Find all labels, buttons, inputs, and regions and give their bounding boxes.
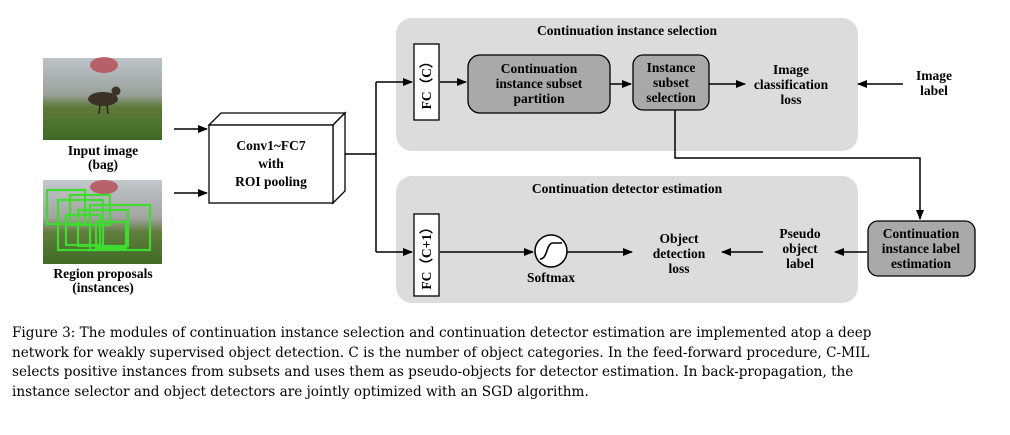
backbone-network-block: [207, 111, 347, 205]
image-label-line1: Image: [916, 68, 952, 83]
backbone-label-line2: with: [258, 156, 284, 171]
detection-loss-line1: Object: [660, 231, 699, 246]
region-proposals-image: [43, 180, 162, 264]
selection-label-line2: subset: [653, 75, 690, 90]
pseudo-label-line2: object: [782, 241, 818, 256]
caption-line: network for weakly supervised object det…: [12, 344, 870, 361]
label-estimation-line1: Continuation: [883, 226, 960, 241]
proposal-box: [76, 208, 130, 248]
branch-connector: [345, 82, 377, 155]
image-label-line2: label: [920, 83, 948, 98]
partition-label-line2: instance subset: [496, 76, 583, 91]
image-loss-label-line3: loss: [780, 92, 801, 107]
input-image-label-line2: (bag): [88, 157, 118, 172]
fc-c-label: FC（C）: [419, 55, 434, 110]
backbone-label-line3: ROI pooling: [235, 174, 307, 189]
fc-c1-layer: [413, 213, 440, 297]
region-proposals-label-line1: Region proposals: [53, 266, 152, 281]
region-proposals-label-line2: (instances): [72, 280, 134, 295]
softmax-label: Softmax: [527, 270, 575, 285]
input-image: [43, 57, 162, 140]
backbone-label-line1: Conv1~FC7: [236, 138, 306, 153]
input-image-label-line1: Input image: [68, 143, 138, 158]
proposal-box: [64, 213, 102, 247]
panel-bottom-title: Continuation detector estimation: [532, 181, 723, 196]
label-estimation-line3: estimation: [891, 256, 951, 271]
caption-line: selects positive instances from subsets …: [12, 364, 854, 380]
image-loss-label-line2: classification: [754, 77, 829, 92]
partition-label-line1: Continuation: [501, 61, 578, 76]
panel-continuation-detector-estimation: [396, 176, 858, 303]
image-loss-label-line1: Image: [773, 62, 809, 77]
method-diagram: Continuation instance selection Continua…: [43, 18, 976, 303]
fc-c1-label: FC（C+1）: [419, 220, 434, 289]
partition-label-line3: partition: [513, 91, 564, 106]
caption-line: Figure 3: The modules of continuation in…: [12, 325, 872, 341]
instance-label-estimation-module: [867, 220, 976, 277]
detection-loss-line3: loss: [668, 261, 689, 276]
selection-label-line1: Instance: [647, 60, 696, 75]
arrow-selection-to-label-estimation: [674, 110, 924, 220]
instance-subset-selection-module: [632, 54, 710, 111]
fc-c-layer: [413, 43, 440, 121]
panel-top-title: Continuation instance selection: [537, 23, 718, 38]
detection-loss-line2: detection: [653, 246, 706, 261]
softmax-icon: [534, 234, 568, 268]
proposal-box: [88, 203, 152, 252]
figure-caption: Figure 3: The modules of continuation in…: [12, 324, 1002, 402]
pseudo-label-line3: label: [786, 256, 814, 271]
proposal-box: [94, 220, 128, 250]
caption-line: instance selector and object detectors a…: [12, 383, 589, 400]
label-estimation-line2: instance label: [882, 241, 961, 256]
pseudo-label-line1: Pseudo: [779, 226, 821, 241]
selection-label-line3: selection: [646, 90, 696, 105]
